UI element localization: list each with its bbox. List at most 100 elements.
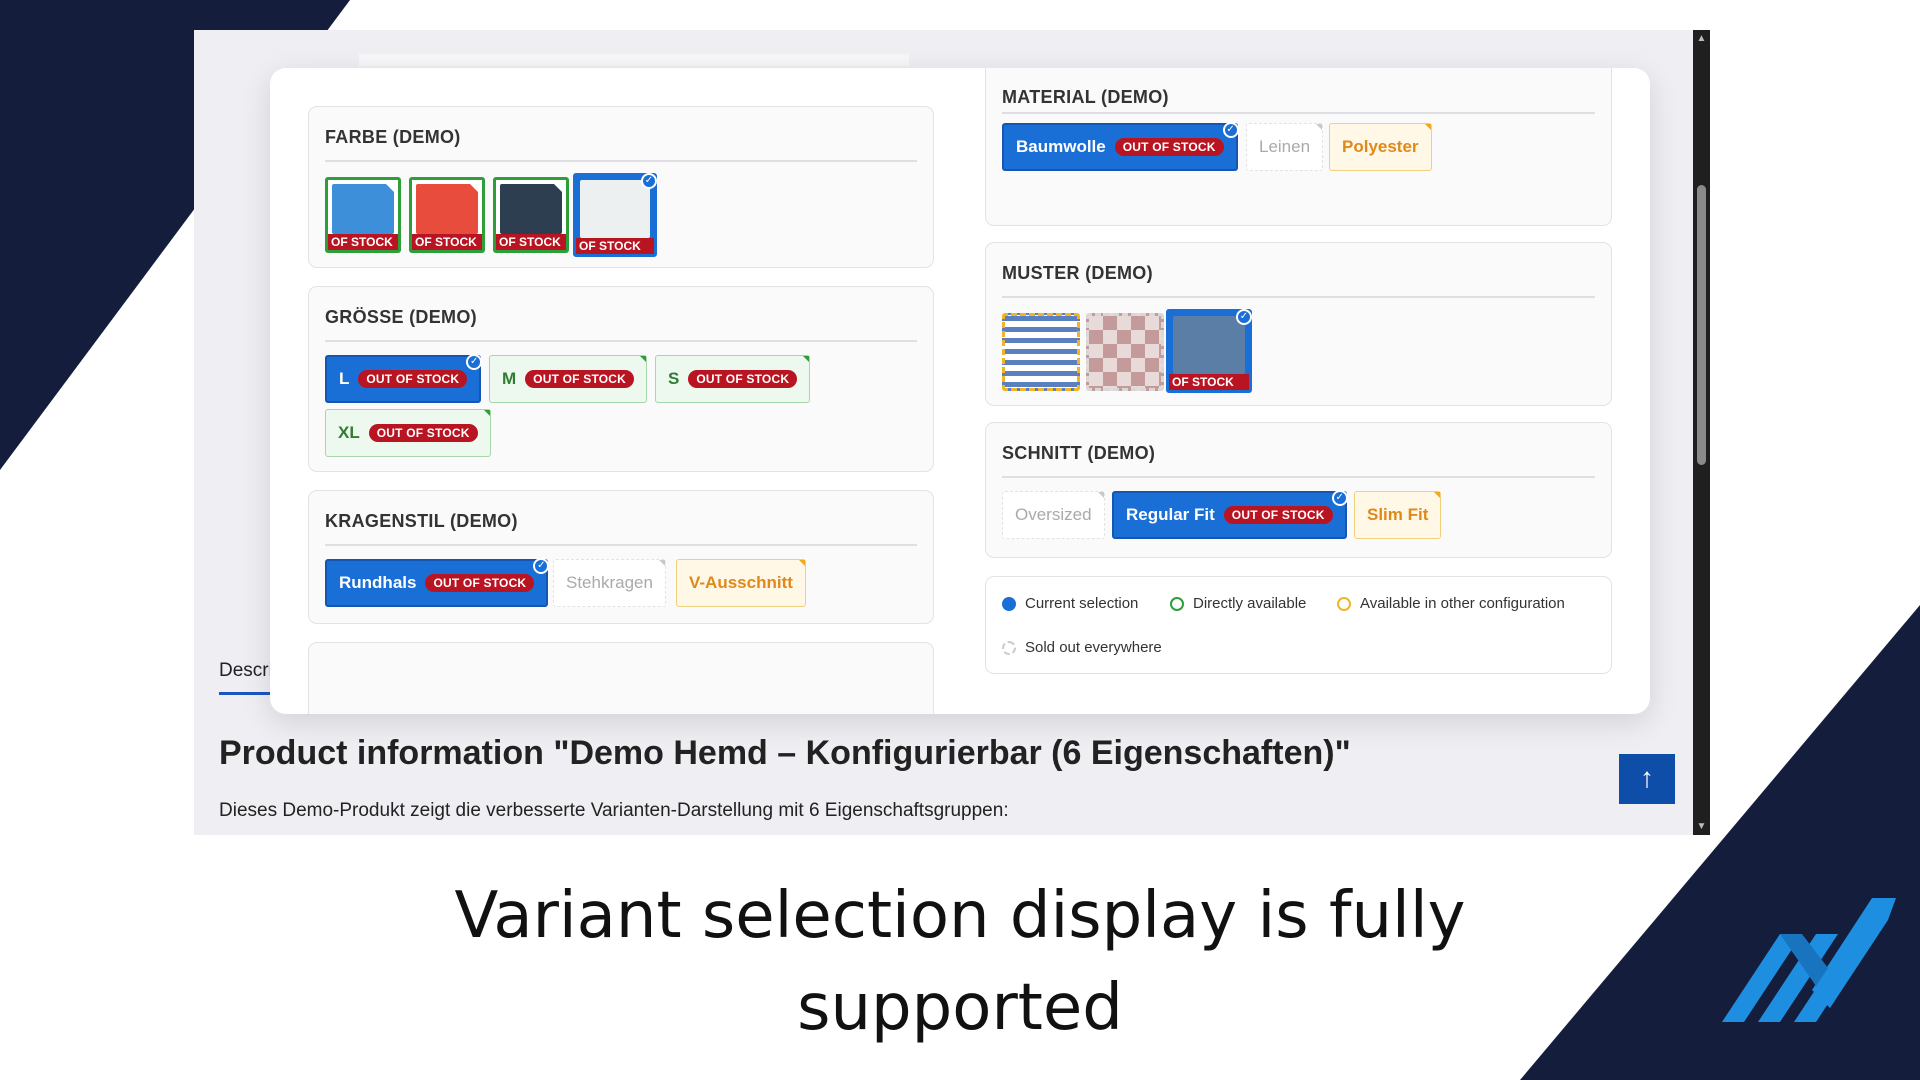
group-farbe: FARBE (DEMO) OF STOCK OF STOCK OF STOCK … [308, 106, 934, 268]
option-slim-fit[interactable]: Slim Fit [1354, 491, 1442, 539]
swatch-color-4-selected[interactable]: OF STOCK ✓ [573, 173, 657, 257]
option-label: XL [338, 423, 360, 442]
option-label: Oversized [1015, 505, 1092, 524]
scrollbar[interactable]: ▲ ▼ [1693, 30, 1710, 835]
option-label: Regular Fit [1126, 505, 1215, 524]
promo-caption: Variant selection display is fully suppo… [454, 879, 1466, 1045]
out-of-stock-strip: OF STOCK [576, 238, 654, 254]
out-of-stock-badge: OUT OF STOCK [425, 574, 535, 592]
corner-cut [470, 184, 478, 192]
group-schnitt: SCHNITT (DEMO) Oversized Regular Fit OUT… [985, 422, 1612, 558]
out-of-stock-strip: OF STOCK [412, 234, 482, 250]
legend-label: Sold out everywhere [1025, 639, 1162, 656]
ring-green-icon [1170, 596, 1184, 611]
check-icon: ✓ [1331, 490, 1348, 506]
option-polyester[interactable]: Polyester [1329, 123, 1432, 171]
group-title: FARBE (DEMO) [325, 127, 461, 147]
option-label: S [668, 369, 680, 388]
right-column: MATERIAL (DEMO) Baumwolle OUT OF STOCK ✓… [985, 68, 1612, 714]
group-title: MUSTER (DEMO) [1002, 263, 1153, 283]
legend-label: Directly available [1193, 595, 1307, 612]
scrollbar-thumb[interactable] [1697, 185, 1706, 465]
ring-orange-icon [1337, 596, 1351, 611]
swatch-color-1[interactable]: OF STOCK [325, 177, 401, 253]
legend-item-current: Current selection [1002, 595, 1138, 612]
product-title: Product information "Demo Hemd – Konfigu… [219, 734, 1351, 772]
swatch-fill [580, 180, 650, 238]
filled-dot-icon [1002, 596, 1016, 611]
legend-label: Current selection [1025, 595, 1139, 612]
option-rundhals[interactable]: Rundhals OUT OF STOCK ✓ [325, 558, 550, 607]
swatch-color-3[interactable]: OF STOCK [493, 177, 569, 253]
variant-selection-modal: FARBE (DEMO) OF STOCK OF STOCK OF STOCK … [270, 68, 1650, 714]
option-label: Polyester [1342, 137, 1419, 156]
option-leinen[interactable]: Leinen [1246, 123, 1324, 171]
divider [1002, 476, 1595, 478]
swatch-pattern-checker[interactable] [1086, 313, 1164, 391]
left-column: FARBE (DEMO) OF STOCK OF STOCK OF STOCK … [308, 68, 934, 714]
corner-fold [1316, 124, 1323, 130]
group-next [308, 642, 934, 714]
out-of-stock-badge: OUT OF STOCK [525, 370, 635, 388]
divider [325, 340, 917, 342]
option-regular-fit[interactable]: Regular Fit OUT OF STOCK ✓ [1112, 490, 1348, 539]
divider [1002, 112, 1595, 114]
brand-logo-icon [1722, 898, 1896, 1022]
top-band [359, 54, 909, 66]
tab-description[interactable]: Description [219, 660, 271, 695]
option-baumwolle[interactable]: Baumwolle OUT OF STOCK ✓ [1002, 122, 1239, 171]
option-size-s[interactable]: S OUT OF STOCK [655, 355, 811, 403]
corner-fold [798, 560, 805, 566]
group-title: KRAGENSTIL (DEMO) [325, 511, 518, 531]
out-of-stock-strip: OF STOCK [496, 234, 566, 250]
scroll-to-top-button[interactable]: ↑ [1619, 754, 1675, 804]
option-size-l[interactable]: L OUT OF STOCK ✓ [325, 354, 483, 403]
corner-cut [554, 184, 562, 192]
option-label: V-Ausschnitt [689, 573, 793, 592]
swatch-fill [1173, 316, 1245, 374]
option-label: M [502, 369, 517, 388]
option-label: Rundhals [339, 573, 417, 592]
check-icon: ✓ [1222, 122, 1239, 138]
corner-fold [803, 356, 810, 362]
group-material: MATERIAL (DEMO) Baumwolle OUT OF STOCK ✓… [985, 68, 1612, 226]
corner-cut [386, 184, 394, 192]
group-title: GRÖSSE (DEMO) [325, 307, 477, 327]
option-label: L [339, 369, 350, 388]
group-groesse: GRÖSSE (DEMO) L OUT OF STOCK ✓ M OUT OF … [308, 286, 934, 472]
option-v-ausschnitt[interactable]: V-Ausschnitt [676, 559, 806, 607]
scroll-down-arrow-icon[interactable]: ▼ [1696, 821, 1707, 832]
legend-item-other: Available in other configuration [1337, 595, 1565, 612]
legend-item-sold: Sold out everywhere [1002, 639, 1162, 656]
check-icon: ✓ [466, 354, 483, 370]
availability-legend: Current selection Directly available Ava… [985, 576, 1612, 674]
option-stehkragen[interactable]: Stehkragen [553, 559, 666, 607]
group-title: SCHNITT (DEMO) [1002, 443, 1156, 463]
corner-fold [1424, 124, 1431, 130]
legend-item-direct: Directly available [1170, 595, 1306, 612]
corner-fold [483, 410, 490, 416]
check-icon: ✓ [641, 173, 657, 189]
out-of-stock-badge: OUT OF STOCK [1223, 506, 1333, 524]
corner-fold [1097, 492, 1104, 498]
group-title: MATERIAL (DEMO) [1002, 87, 1169, 107]
option-oversized[interactable]: Oversized [1002, 491, 1105, 539]
group-muster: MUSTER (DEMO) OF STOCK ✓ [985, 242, 1612, 406]
group-kragenstil: KRAGENSTIL (DEMO) Rundhals OUT OF STOCK … [308, 490, 934, 624]
scroll-up-arrow-icon[interactable]: ▲ [1696, 33, 1707, 44]
option-size-xl[interactable]: XL OUT OF STOCK [325, 409, 491, 457]
swatch-fill [500, 184, 562, 234]
divider [325, 160, 917, 162]
swatch-color-2[interactable]: OF STOCK [409, 177, 485, 253]
out-of-stock-badge: OUT OF STOCK [688, 370, 798, 388]
swatch-pattern-stripes[interactable] [1002, 313, 1080, 391]
out-of-stock-strip: OF STOCK [1169, 374, 1249, 390]
out-of-stock-badge: OUT OF STOCK [1114, 138, 1224, 156]
option-size-m[interactable]: M OUT OF STOCK [489, 355, 648, 403]
swatch-pattern-selected[interactable]: OF STOCK ✓ [1166, 309, 1252, 393]
option-label: Baumwolle [1016, 137, 1106, 156]
option-label: Slim Fit [1367, 505, 1429, 524]
swatch-fill [416, 184, 478, 234]
out-of-stock-badge: OUT OF STOCK [358, 370, 468, 388]
